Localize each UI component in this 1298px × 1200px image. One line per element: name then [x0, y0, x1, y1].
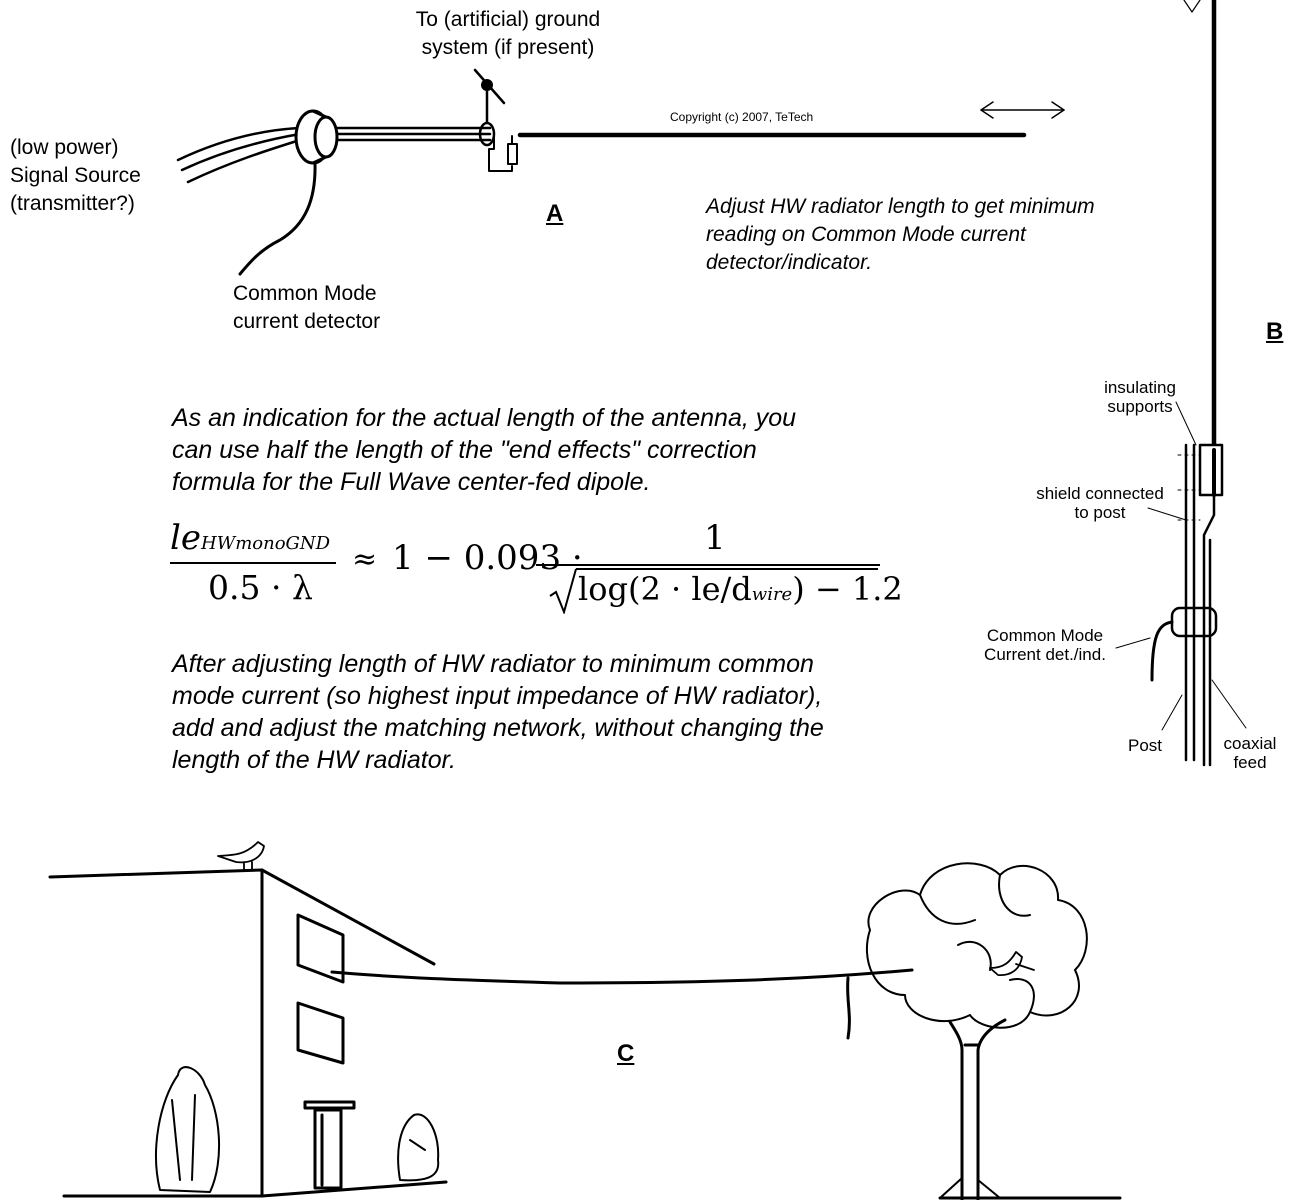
formula-rhs-den-a: log(2 · le/d [578, 570, 752, 608]
coax-feed [1202, 493, 1216, 767]
cm-lead-b [1150, 620, 1174, 682]
section-a-tag: A [546, 200, 564, 227]
formula-rhs-bar [536, 564, 880, 566]
formula-rhs-prefix: 1 − 0.093 · [392, 538, 583, 578]
diagram-b [1115, 0, 1247, 767]
section-b-tag: B [1266, 318, 1284, 345]
shield-connected-label: shield connected to post [1036, 484, 1164, 522]
bird-tree-icon [989, 951, 1035, 976]
cm-current-det-label: Common Mode Current det./ind. [984, 626, 1106, 664]
formula-lhs-num: le [170, 518, 201, 558]
resistor-icon [488, 135, 518, 172]
shrub-left-icon [155, 1066, 220, 1193]
formula-rhs-den-b: ) − 1.2 [792, 570, 903, 608]
ground-system-label: To (artificial) ground system (if presen… [415, 8, 601, 59]
copyright-label: Copyright (c) 2007, TeTech [670, 110, 814, 124]
formula-lhs-sub: HWmonoGND [201, 533, 331, 554]
house [48, 868, 436, 1198]
tree-icon [865, 862, 1088, 1200]
sqrt-sign-icon [549, 568, 577, 614]
detector-lead [238, 161, 317, 276]
signal-source-label: (low power) Signal Source (transmitter?) [10, 136, 141, 215]
post [1184, 443, 1196, 762]
toroid-core-icon [294, 109, 339, 165]
insulator-box [1198, 443, 1224, 497]
formula-rhs-den-sub: wire [751, 584, 793, 605]
adjust-arrow-icon [980, 101, 1065, 119]
formula-lhs-den: 0.5 · λ [208, 568, 313, 607]
insulating-supports-label: insulating supports [1104, 378, 1176, 416]
sqrt-bar [576, 568, 878, 570]
formula-approx: ≈ [352, 542, 378, 577]
ground-terminal-icon [481, 79, 493, 91]
diagram-a [176, 68, 1065, 276]
indication-text: As an indication for the actual length o… [172, 404, 797, 496]
post-label: Post [1128, 736, 1163, 755]
section-c-tag: C [617, 1040, 635, 1067]
after-adjusting-text: After adjusting length of HW radiator to… [172, 650, 824, 774]
drop-lead [846, 976, 851, 1040]
coaxial-feed-label: coaxial feed [1223, 734, 1277, 772]
adjust-note: Adjust HW radiator length to get minimum… [706, 195, 1095, 274]
hw-radiator-c [330, 968, 914, 985]
formula-lhs-bar [170, 562, 336, 564]
top-arrow-icon [1183, 0, 1201, 13]
diagram-c [48, 841, 1122, 1200]
shrub-right-icon [397, 1113, 440, 1182]
formula-rhs-num: 1 [704, 518, 726, 558]
cm-detector-label: Common Mode current detector [233, 282, 381, 333]
bird-roof-icon [217, 841, 265, 871]
